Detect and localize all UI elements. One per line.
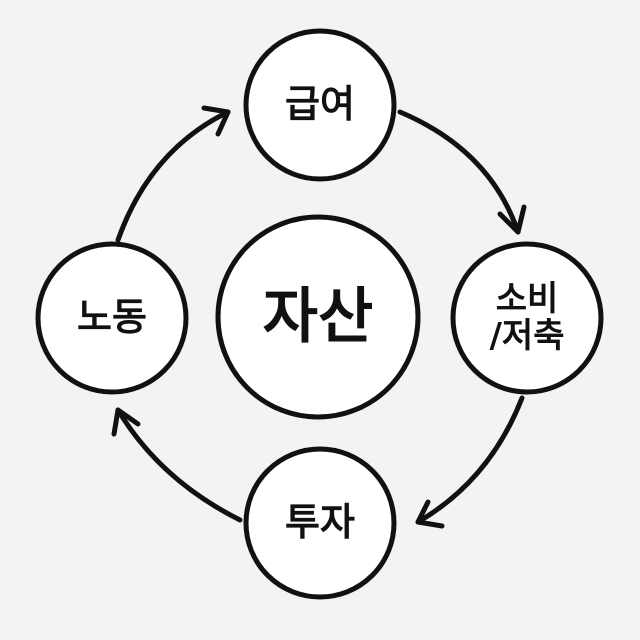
labor-node-label: 노동 [38,244,186,392]
consumption-node-circle [450,241,604,395]
salary-node-circle [243,28,397,182]
investment-node-text: 투자 [285,500,355,545]
arrowhead-labor-to-salary [201,105,231,137]
arrow-labor-to-salary [115,109,231,243]
arrowhead-consumption-to-investment [415,499,445,529]
arrow-salary-to-consumption [397,109,521,235]
consumption-node-line2: /저축 [489,316,565,356]
center-node-text: 자산 [262,282,374,352]
arrow-investment-to-labor [115,407,243,523]
salary-node-label: 급여 [246,31,394,179]
center-node-label: 자산 [218,217,418,417]
arrowhead-salary-to-consumption [497,204,527,235]
investment-node-circle [243,446,397,600]
investment-node-label: 투자 [246,449,394,597]
arrow-consumption-to-investment [415,395,525,525]
labor-node-circle [35,241,189,395]
arrowhead-investment-to-labor [111,407,141,437]
labor-node-text: 노동 [77,295,147,340]
salary-node-text: 급여 [285,82,355,127]
center-node-circle [215,214,421,420]
consumption-node-line1: 소비 [495,278,559,319]
consumption-node-label: 소비 /저축 [453,244,601,392]
arrows [111,105,527,529]
